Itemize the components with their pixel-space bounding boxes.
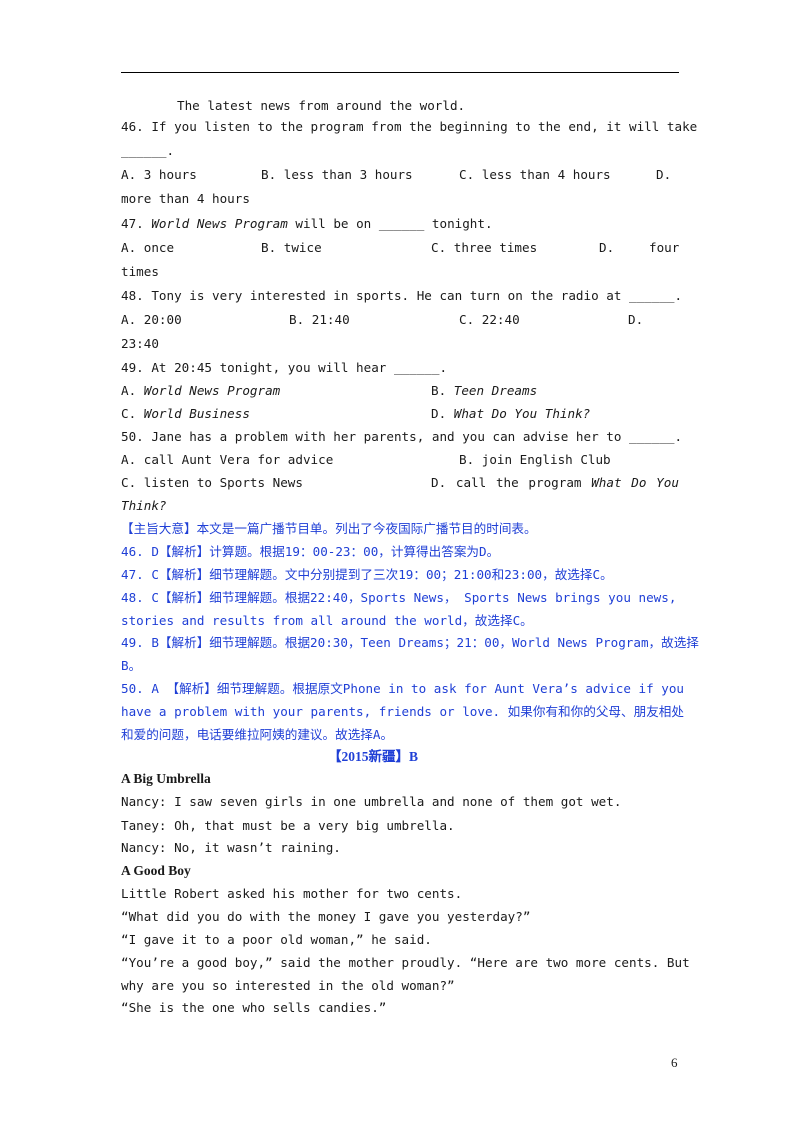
- option-47-d: D.: [599, 240, 615, 255]
- question-47-text: will be on ______ tonight.: [295, 216, 493, 231]
- question-49: 49. At 20:45 tonight, you will hear ____…: [121, 360, 448, 375]
- option-50-d-word-call: call: [455, 475, 487, 490]
- option-47-d-word: four: [649, 240, 680, 255]
- story-2-line: “What did you do with the money I gave y…: [121, 909, 531, 924]
- option-48-d: D.: [628, 312, 644, 327]
- analysis-50-line3: 和爱的问题，电话要维拉阿姨的建议。故选择A。: [121, 727, 394, 742]
- option-50-d-word-do: Do: [631, 475, 647, 490]
- question-47: 47. World News Program will be on ______…: [121, 216, 493, 232]
- option-46-d-text: more than 4 hours: [121, 191, 250, 206]
- option-49-d: D. What Do You Think?: [431, 406, 590, 422]
- option-50-d-word-the: the: [495, 475, 519, 490]
- option-49-d-text: What Do You Think?: [453, 406, 591, 421]
- section-source: 【2015新疆】B: [328, 749, 419, 764]
- option-49-b: B. Teen Dreams: [431, 383, 537, 399]
- option-49-a: A. World News Program: [121, 383, 280, 399]
- analysis-49-line1: 49. B【解析】细节理解题。根据20:30，Teen Dreams；21：00…: [121, 635, 699, 650]
- option-49-a-letter: A.: [121, 383, 137, 398]
- intro-line: The latest news from around the world.: [177, 98, 466, 113]
- option-48-b: B. 21:40: [289, 312, 350, 327]
- question-46: 46. If you listen to the program from th…: [121, 119, 698, 134]
- option-48-a: A. 20:00: [121, 312, 182, 327]
- analysis-49-line2: B。: [121, 658, 142, 673]
- analysis-50-line1: 50. A 【解析】细节理解题。根据原文Phone in to ask for …: [121, 681, 684, 696]
- analysis-summary: 【主旨大意】本文是一篇广播节目单。列出了今夜国际广播节目的时间表。: [121, 521, 537, 536]
- question-46-blank: ______.: [121, 143, 175, 158]
- option-46-a: A. 3 hours: [121, 167, 197, 182]
- story-1-line: Nancy: I saw seven girls in one umbrella…: [121, 794, 622, 809]
- option-50-d-word-program: program: [528, 475, 582, 490]
- page-number: 6: [671, 1055, 678, 1070]
- analysis-47: 47. C【解析】细节理解题。文中分别提到了三次19：00；21:00和23:0…: [121, 567, 613, 582]
- option-49-a-text: World News Program: [143, 383, 281, 398]
- story-2-title: A Good Boy: [121, 863, 191, 878]
- option-49-b-letter: B.: [431, 383, 447, 398]
- question-47-number: 47.: [121, 216, 144, 231]
- option-49-c-letter: C.: [121, 406, 137, 421]
- story-1-line: Taney: Oh, that must be a very big umbre…: [121, 818, 455, 833]
- option-50-d-word-what: What: [591, 475, 622, 490]
- option-50-c: C. listen to Sports News: [121, 475, 303, 490]
- analysis-50-line2: have a problem with your parents, friend…: [121, 704, 684, 719]
- option-46-c: C. less than 4 hours: [459, 167, 611, 182]
- option-49-b-text: Teen Dreams: [453, 383, 538, 398]
- option-47-b: B. twice: [261, 240, 322, 255]
- header-rule: [121, 72, 679, 73]
- option-50-d: D. call the program What Do You: [431, 475, 679, 491]
- story-1-line: Nancy: No, it wasn’t raining.: [121, 840, 341, 855]
- analysis-48-line1: 48. C【解析】细节理解题。根据22:40，Sports News， Spor…: [121, 590, 677, 605]
- option-49-c: C. World Business: [121, 406, 250, 422]
- option-48-d-text: 23:40: [121, 336, 159, 351]
- option-46-d: D.: [656, 167, 672, 182]
- story-2-line: Little Robert asked his mother for two c…: [121, 886, 463, 901]
- option-48-c: C. 22:40: [459, 312, 520, 327]
- story-1-title: A Big Umbrella: [121, 771, 211, 786]
- question-50: 50. Jane has a problem with her parents,…: [121, 429, 683, 444]
- story-2-line: “She is the one who sells candies.”: [121, 1000, 387, 1015]
- option-50-d-letter: D.: [431, 475, 447, 490]
- option-50-d-text: Think?: [121, 498, 167, 513]
- analysis-48-line2: stories and results from all around the …: [121, 613, 533, 628]
- option-49-c-text: World Business: [143, 406, 250, 421]
- option-47-d-text: times: [121, 264, 159, 279]
- option-50-a: A. call Aunt Vera for advice: [121, 452, 334, 467]
- analysis-46: 46. D【解析】计算题。根据19：00-23：00，计算得出答案为D。: [121, 544, 500, 559]
- story-2-line: “I gave it to a poor old woman,” he said…: [121, 932, 432, 947]
- option-49-d-letter: D.: [431, 406, 447, 421]
- question-47-title: World News Program: [151, 216, 288, 231]
- option-47-a: A. once: [121, 240, 175, 255]
- option-46-b: B. less than 3 hours: [261, 167, 413, 182]
- option-50-b: B. join English Club: [459, 452, 611, 467]
- option-47-c: C. three times: [431, 240, 538, 255]
- story-2-line: why are you so interested in the old wom…: [121, 978, 455, 993]
- story-2-line: “You’re a good boy,” said the mother pro…: [121, 955, 690, 970]
- question-48: 48. Tony is very interested in sports. H…: [121, 288, 683, 303]
- option-50-d-word-you: You: [656, 475, 679, 490]
